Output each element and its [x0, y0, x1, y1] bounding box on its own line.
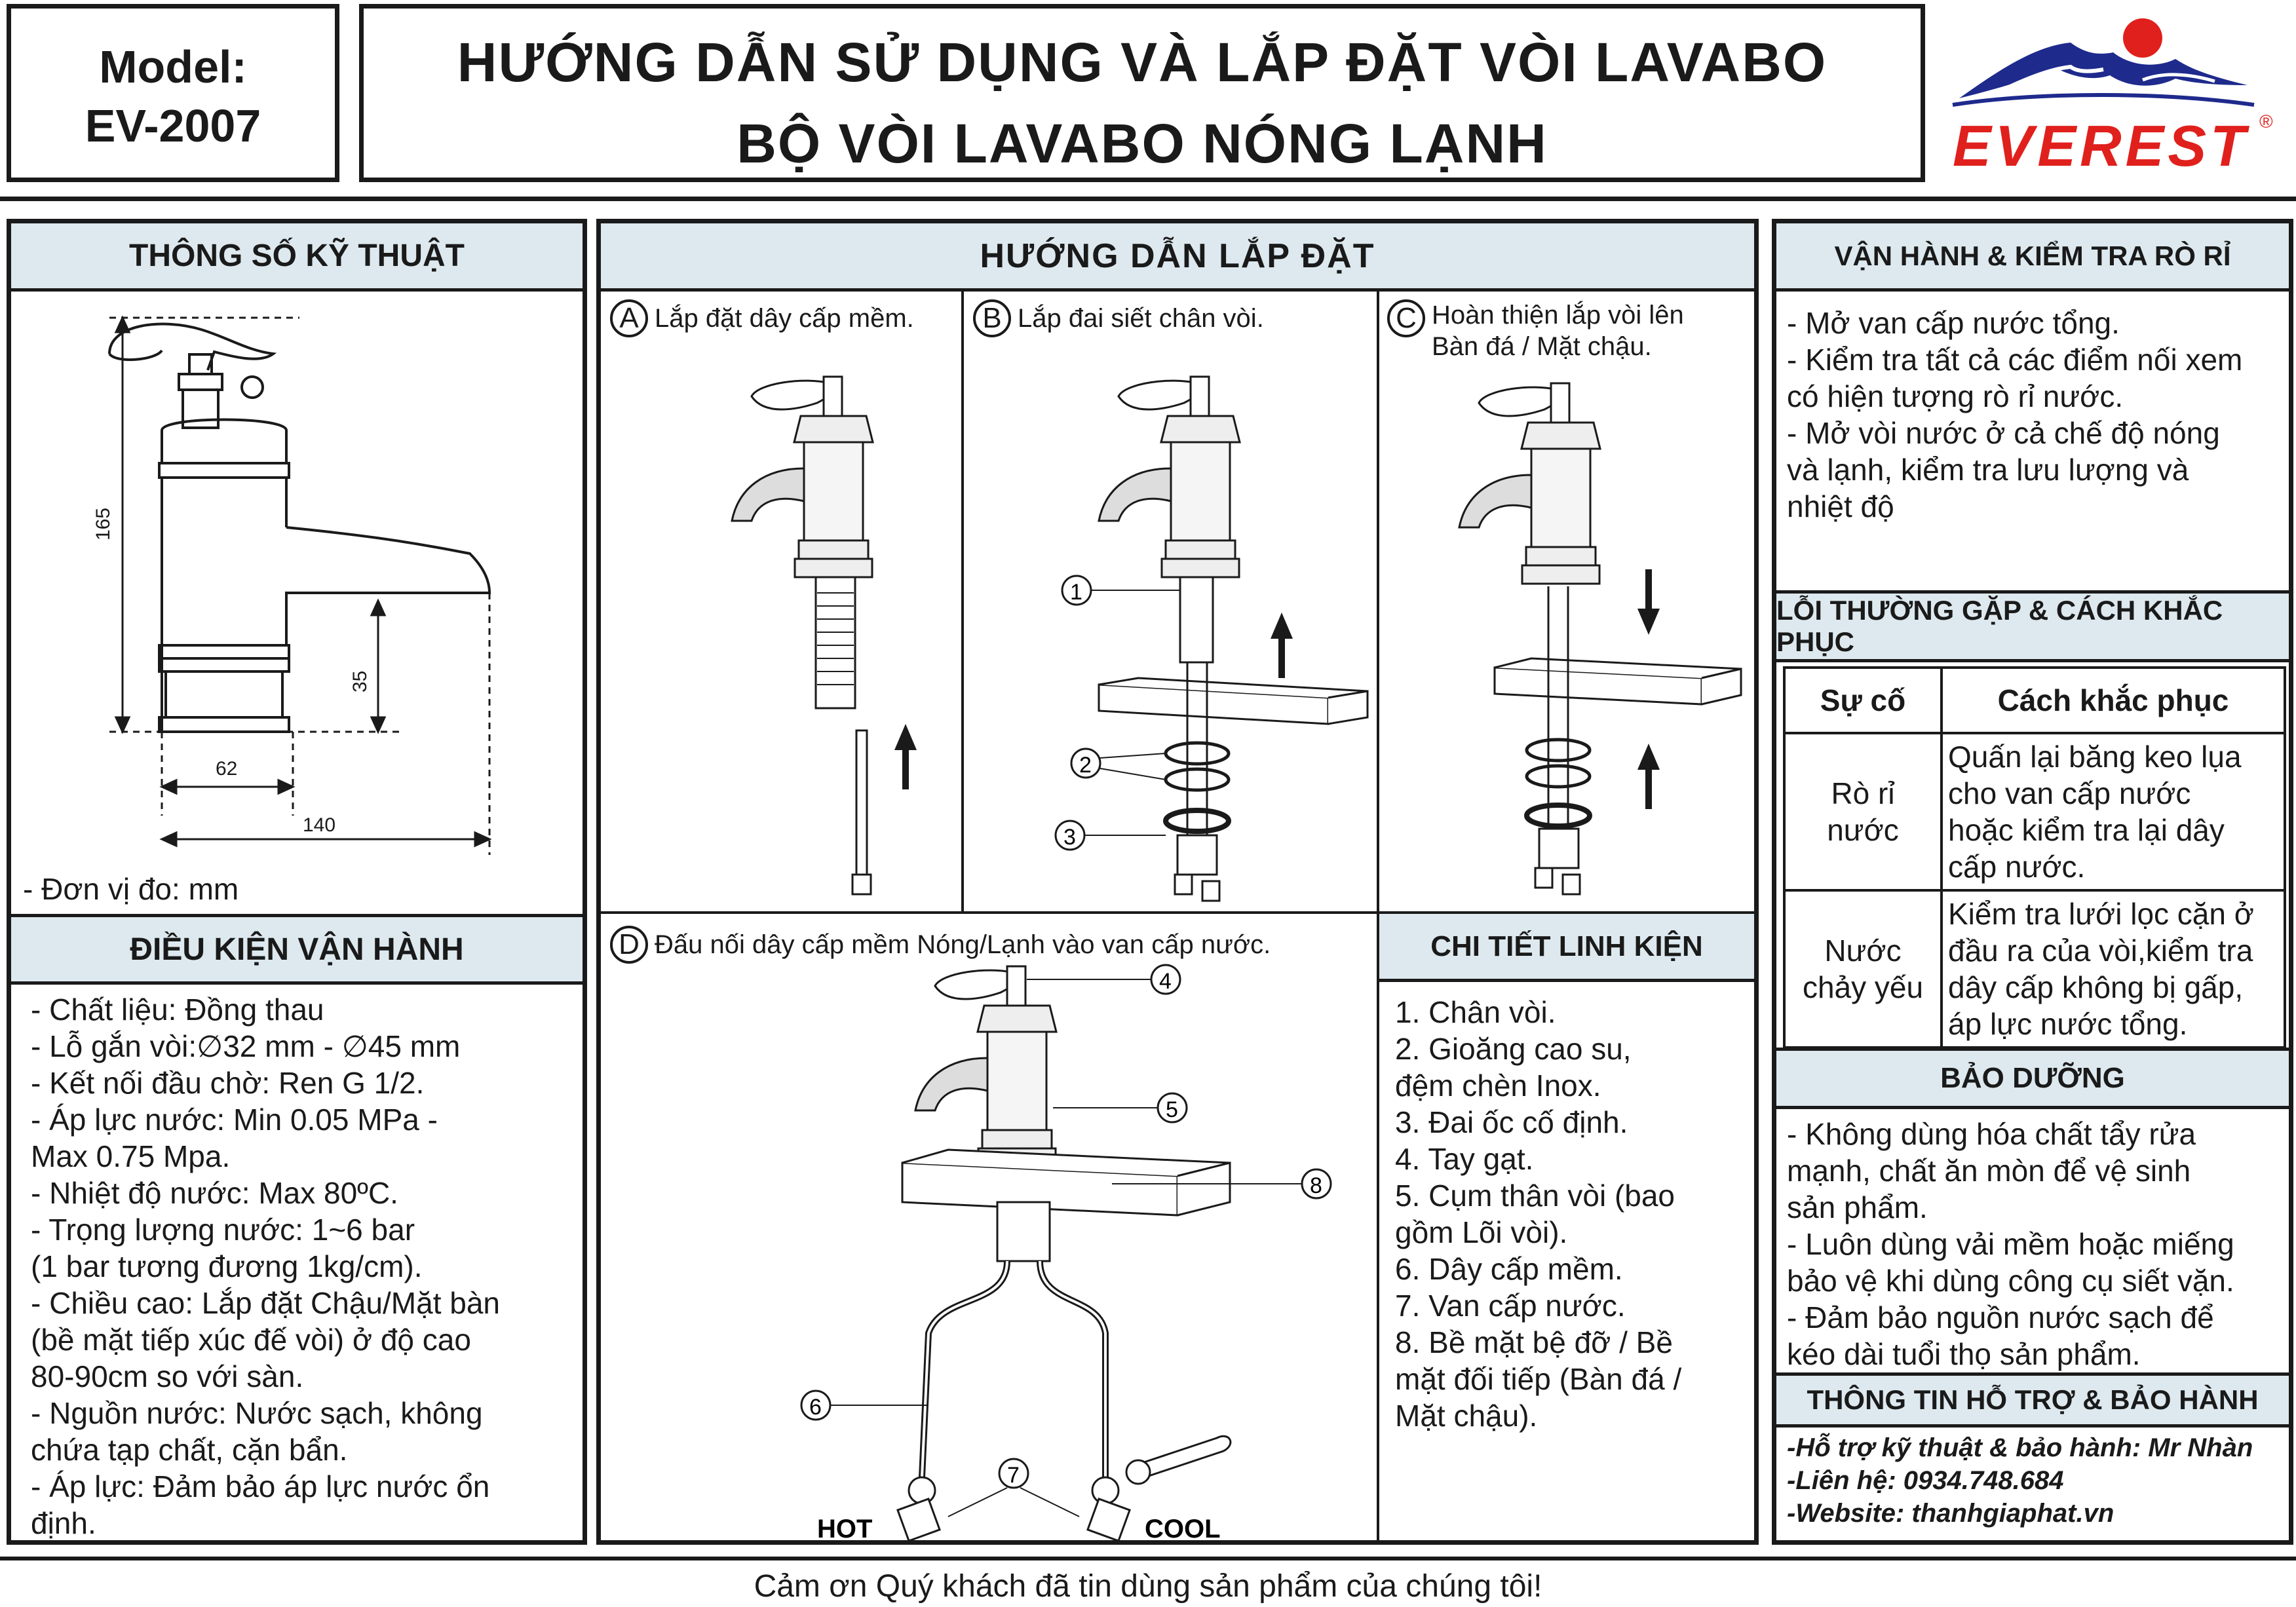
maintenance-list: - Không dùng hóa chất tẩy rửa mạnh, chất… — [1787, 1117, 2234, 1371]
step-b-caption: Lắp đai siết chân vòi. — [1018, 304, 1264, 333]
parts-list: 1. Chân vòi. 2. Gioăng cao su, đệm chèn … — [1395, 995, 1682, 1433]
step-b-letter: B — [973, 299, 1011, 337]
registered-mark: ® — [2259, 111, 2273, 132]
brand-logo: EVEREST ® — [1946, 7, 2287, 183]
callout-2: 2 — [1079, 753, 1092, 778]
install-illustration-d: 4 5 8 6 7 HOT COOL — [800, 964, 1332, 1543]
step-d: D Đấu nối dây cấp mềm Nóng/Lạnh vào van … — [610, 926, 1271, 964]
support-list: -Hỗ trợ kỹ thuật & bảo hành: Mr Nhàn -Li… — [1787, 1433, 2253, 1528]
brand-name: EVEREST — [1953, 113, 2249, 178]
install-panel: HƯỚNG DẪN LẮP ĐẶT A Lắp đặt dây cấp mềm.… — [596, 219, 1759, 1545]
step-a-caption: Lắp đặt dây cấp mềm. — [655, 304, 914, 333]
footer-divider — [0, 1557, 2296, 1560]
dim-base: 62 — [216, 758, 237, 780]
dim-length: 140 — [303, 814, 335, 836]
step-a: A Lắp đặt dây cấp mềm. — [610, 299, 914, 337]
page-subtitle: BỘ VÒI LAVABO NÓNG LẠNH — [737, 113, 1548, 174]
callout-7: 7 — [1007, 1463, 1020, 1488]
model-code: EV-2007 — [85, 100, 261, 151]
specs-title: THÔNG SỐ KỸ THUẬT — [11, 223, 583, 292]
table-row: Rò rỉ nước Quấn lại băng keo lụa cho van… — [1783, 732, 2286, 892]
callout-1: 1 — [1070, 580, 1082, 605]
step-c-caption-1: Hoàn thiện lắp vòi lên — [1432, 301, 1684, 330]
hot-label: HOT — [817, 1515, 872, 1543]
leak-check-list: - Mở van cấp nước tổng. - Kiểm tra tất c… — [1787, 306, 2243, 523]
model-box: Model: EV-2007 — [7, 4, 339, 182]
leak-check-title: VẬN HÀNH & KIỂM TRA RÒ RỈ — [1776, 223, 2289, 292]
col-fix-header: Cách khắc phục — [1940, 666, 2286, 734]
callout-5: 5 — [1166, 1097, 1178, 1122]
cool-label: COOL — [1145, 1515, 1221, 1543]
callout-6: 6 — [809, 1395, 822, 1420]
dim-spout-height: 35 — [349, 671, 371, 692]
parts-title: CHI TIẾT LINH KIỆN — [1379, 914, 1754, 982]
left-panel: THÔNG SỐ KỸ THUẬT — [7, 219, 587, 1545]
callout-8: 8 — [1310, 1173, 1322, 1198]
table-row: Nước chảy yếu Kiểm tra lưới lọc cặn ở đầ… — [1783, 889, 2286, 1049]
operating-list: - Chất liệu: Đồng thau - Lỗ gắn vòi:∅32 … — [31, 993, 501, 1540]
troubleshoot-title: LỖI THƯỜNG GẶP & CÁCH KHẮC PHỤC — [1776, 590, 2289, 662]
mountain-logo-icon — [1952, 18, 2255, 107]
maintenance-title: BẢO DƯỠNG — [1776, 1048, 2289, 1109]
callout-4: 4 — [1159, 969, 1172, 994]
page-title: HƯỚNG DẪN SỬ DỤNG VÀ LẮP ĐẶT VÒI LAVABO — [457, 31, 1827, 93]
operating-title: ĐIỀU KIỆN VẬN HÀNH — [11, 914, 583, 985]
col-issue-header: Sự cố — [1783, 666, 1943, 734]
troubleshoot-table: Sự cố Cách khắc phục Rò rỉ nước Quấn lại… — [1783, 666, 2286, 1049]
spec-drawing: 165 35 62 140 — [92, 315, 492, 855]
step-a-letter: A — [610, 299, 648, 337]
callout-3: 3 — [1063, 825, 1076, 850]
support-title: THÔNG TIN HỖ TRỢ & BẢO HÀNH — [1776, 1372, 2289, 1427]
header-divider — [0, 197, 2296, 201]
title-box: HƯỚNG DẪN SỬ DỤNG VÀ LẮP ĐẶT VÒI LAVABO … — [359, 4, 1925, 182]
step-d-caption: Đấu nối dây cấp mềm Nóng/Lạnh vào van cấ… — [655, 930, 1271, 959]
step-b: B Lắp đai siết chân vòi. — [973, 299, 1264, 337]
model-label: Model: — [99, 41, 247, 92]
right-panel: VẬN HÀNH & KIỂM TRA RÒ RỈ - Mở van cấp n… — [1772, 219, 2293, 1545]
step-d-letter: D — [610, 926, 648, 964]
step-c-caption-2: Bàn đá / Mặt chậu. — [1432, 332, 1652, 361]
step-c: C Hoàn thiện lắp vòi lên Bàn đá / Mặt ch… — [1387, 299, 1684, 362]
dim-height: 165 — [92, 508, 114, 540]
install-illustrations-top: 1 2 3 — [731, 375, 1742, 902]
step-c-letter: C — [1387, 299, 1425, 337]
unit-note: - Đơn vị đo: mm — [23, 872, 239, 906]
install-title: HƯỚNG DẪN LẮP ĐẶT — [601, 223, 1754, 292]
footer-thanks: Cảm ơn Quý khách đã tin dùng sản phẩm củ… — [754, 1569, 1542, 1604]
